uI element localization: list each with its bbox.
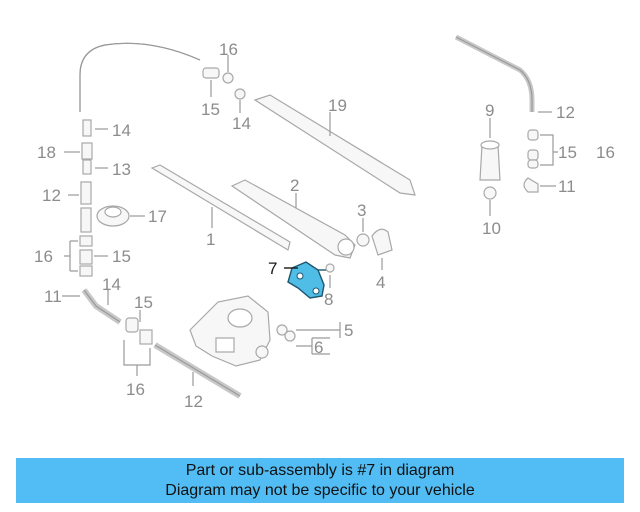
wiper-arm-1 (150, 164, 291, 251)
diagram-notice-banner: Part or sub-assembly is #7 in diagram Di… (16, 458, 624, 503)
callout-15d: 15 (558, 143, 577, 162)
callout-16a: 16 (219, 40, 238, 59)
washer-pump-9 (479, 144, 501, 181)
bracket-7-highlight (287, 261, 330, 299)
callout-8: 8 (324, 290, 333, 309)
callout-6: 6 (314, 338, 323, 357)
grommet-10 (483, 186, 497, 200)
nut-3 (356, 233, 370, 247)
parts-diagram: 16 15 14 19 14 18 13 12 2 17 1 3 16 15 4… (34, 34, 615, 411)
notice-line-disclaimer: Diagram may not be specific to your vehi… (165, 481, 475, 499)
hose-11 (523, 177, 539, 193)
grommet-16a (222, 72, 234, 84)
callout-17: 17 (148, 207, 167, 226)
callout-15c: 15 (134, 293, 153, 312)
callout-7: 7 (268, 259, 277, 278)
callout-1: 1 (206, 230, 215, 249)
callout-14c: 14 (102, 275, 121, 294)
callout-18: 18 (37, 143, 56, 162)
callout-16c: 16 (126, 380, 145, 399)
callout-13: 13 (112, 160, 131, 179)
callout-16d: 16 (596, 143, 615, 162)
callout-4: 4 (376, 273, 385, 292)
clip-14b (234, 88, 246, 100)
callout-3: 3 (357, 201, 366, 220)
wiper-blade-19 (253, 94, 416, 196)
callout-19: 19 (328, 96, 347, 115)
hose-lower (81, 288, 122, 325)
callout-10: 10 (482, 219, 501, 238)
callout-12c: 12 (556, 103, 575, 122)
washer-hose-upper (79, 42, 201, 112)
cover-cap-4 (371, 228, 393, 256)
callout-11b: 11 (558, 177, 576, 196)
wiper-arm-2 (230, 179, 356, 259)
callout-15a: 15 (201, 100, 220, 119)
callout-12b: 12 (184, 392, 203, 411)
callout-12a: 12 (42, 186, 61, 205)
callout-15b: 15 (112, 247, 131, 266)
callout-14b: 14 (112, 121, 131, 140)
callout-14a: 14 (232, 114, 251, 133)
callout-2: 2 (290, 176, 299, 195)
notice-line-part: Part or sub-assembly is #7 in diagram (185, 461, 455, 479)
callout-11a: 11 (44, 287, 62, 306)
callout-9: 9 (485, 101, 494, 120)
nozzle-15a (202, 67, 220, 79)
grommet-8 (325, 263, 335, 273)
callout-16b: 16 (34, 247, 53, 266)
callout-5: 5 (344, 321, 353, 340)
